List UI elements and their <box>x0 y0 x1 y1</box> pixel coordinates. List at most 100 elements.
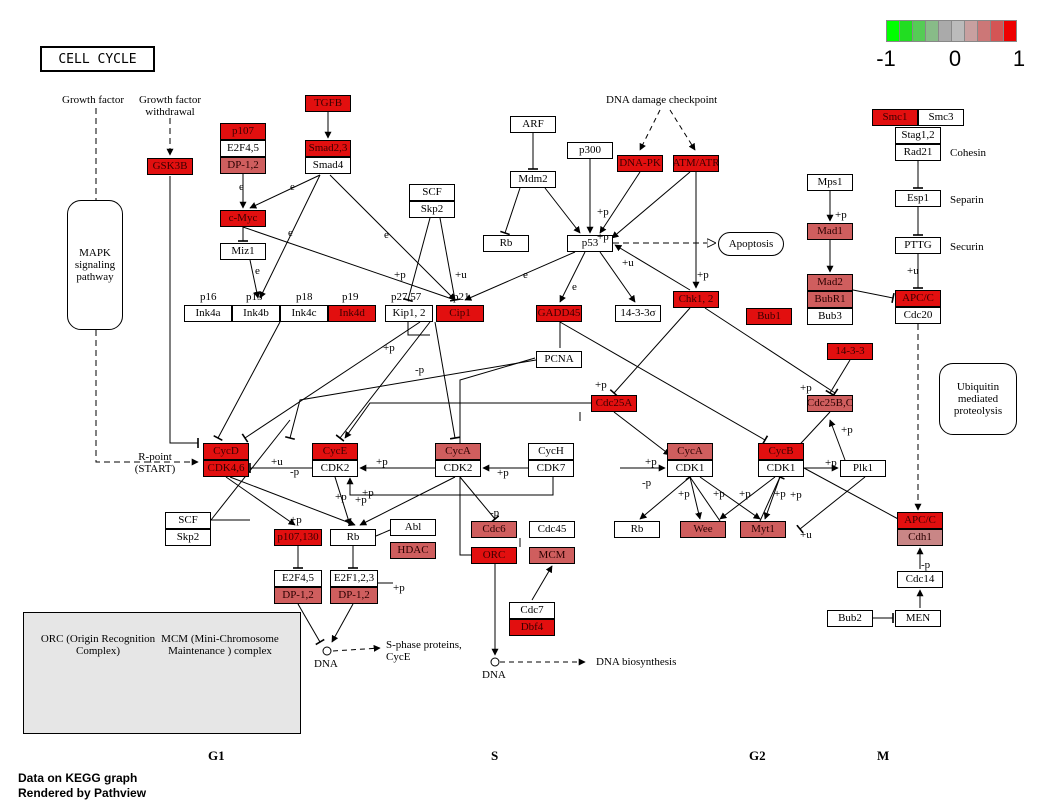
gene-node-dp12c[interactable]: DP-1,2 <box>330 587 378 604</box>
gene-node-gadd45[interactable]: GADD45 <box>536 305 582 322</box>
gene-node-cdc25bc[interactable]: Cdc25B,C <box>807 395 853 412</box>
gene-node-apcc1[interactable]: APC/C <box>895 290 941 307</box>
edge-label: +p <box>841 424 853 436</box>
gene-node-myt1[interactable]: Myt1 <box>740 521 786 538</box>
edge-label: +p <box>290 514 302 526</box>
gene-node-bub3[interactable]: Bub3 <box>807 308 853 325</box>
edge-label: +p <box>645 456 657 468</box>
edge-label: e <box>239 181 244 193</box>
scale-cell <box>899 20 913 42</box>
gene-node-smc3[interactable]: Smc3 <box>918 109 964 126</box>
gene-node-ink4c[interactable]: Ink4c <box>280 305 328 322</box>
gene-node-cdh1[interactable]: Cdh1 <box>897 529 943 546</box>
gene-node-ink4d[interactable]: Ink4d <box>328 305 376 322</box>
gene-node-cyca2[interactable]: CycA <box>667 443 713 460</box>
gene-node-cycd[interactable]: CycD <box>203 443 249 460</box>
gene-node-stag12[interactable]: Stag1,2 <box>895 127 941 144</box>
gene-node-dbf4[interactable]: Dbf4 <box>509 619 555 636</box>
gene-node-bubr1[interactable]: BubR1 <box>807 291 853 308</box>
gene-node-cych[interactable]: CycH <box>528 443 574 460</box>
gene-node-mdm2[interactable]: Mdm2 <box>510 171 556 188</box>
gene-node-cdc25a[interactable]: Cdc25A <box>591 395 637 412</box>
label-p16: p16 <box>200 291 217 303</box>
mapk-pathway-link[interactable]: MAPK signaling pathway <box>67 200 123 330</box>
gene-node-rb2[interactable]: Rb <box>330 529 376 546</box>
label-orc-complex: ORC (Origin Recognition Complex) <box>40 633 156 657</box>
gene-node-rb1[interactable]: Rb <box>483 235 529 252</box>
gene-node-cyce[interactable]: CycE <box>312 443 358 460</box>
gene-node-ink4b[interactable]: Ink4b <box>232 305 280 322</box>
gene-node-e2f45a[interactable]: E2F4,5 <box>220 140 266 157</box>
gene-node-atmatr[interactable]: ATM/ATR <box>673 155 719 172</box>
gene-node-esp1[interactable]: Esp1 <box>895 190 941 207</box>
edge-label: +p <box>835 209 847 221</box>
gene-node-pcna[interactable]: PCNA <box>536 351 582 368</box>
ubiquitin-proteolysis-link[interactable]: Ubiquitin mediated proteolysis <box>939 363 1017 435</box>
gene-node-cdk2b[interactable]: CDK2 <box>435 460 481 477</box>
gene-node-plk1[interactable]: Plk1 <box>840 460 886 477</box>
gene-node-cdc14[interactable]: Cdc14 <box>897 571 943 588</box>
gene-node-cyca1[interactable]: CycA <box>435 443 481 460</box>
gene-node-arf[interactable]: ARF <box>510 116 556 133</box>
gene-node-e2f45b[interactable]: E2F4,5 <box>274 570 322 587</box>
gene-node-bub1[interactable]: Bub1 <box>746 308 792 325</box>
gene-node-abl[interactable]: Abl <box>390 519 436 536</box>
gene-node-ink4a[interactable]: Ink4a <box>184 305 232 322</box>
gene-node-scf1[interactable]: SCF <box>409 184 455 201</box>
gene-node-p53[interactable]: p53 <box>567 235 613 252</box>
label-p18: p18 <box>296 291 313 303</box>
edge-label: e <box>572 281 577 293</box>
gene-node-cdc45[interactable]: Cdc45 <box>529 521 575 538</box>
gene-node-p107130[interactable]: p107,130 <box>274 529 322 546</box>
gene-node-cdc7[interactable]: Cdc7 <box>509 602 555 619</box>
gene-node-skp2a[interactable]: Skp2 <box>409 201 455 218</box>
apoptosis-link[interactable]: Apoptosis <box>718 232 784 256</box>
gene-node-rb3[interactable]: Rb <box>614 521 660 538</box>
gene-node-p300[interactable]: p300 <box>567 142 613 159</box>
gene-node-cdk1a[interactable]: CDK1 <box>667 460 713 477</box>
gene-node-p107[interactable]: p107 <box>220 123 266 140</box>
gene-node-cdk1b[interactable]: CDK1 <box>758 460 804 477</box>
edge-label: +p <box>497 467 509 479</box>
gene-node-gsk3b[interactable]: GSK3B <box>147 158 193 175</box>
gene-node-skp2b[interactable]: Skp2 <box>165 529 211 546</box>
gene-node-dp12a[interactable]: DP-1,2 <box>220 157 266 174</box>
gene-node-s1433s[interactable]: 14-3-3σ <box>615 305 661 322</box>
gene-node-cdc6[interactable]: Cdc6 <box>471 521 517 538</box>
gene-node-apcc2[interactable]: APC/C <box>897 512 943 529</box>
gene-node-cdk46[interactable]: CDK4,6 <box>203 460 249 477</box>
gene-node-scf2[interactable]: SCF <box>165 512 211 529</box>
gene-node-miz1[interactable]: Miz1 <box>220 243 266 260</box>
gene-node-tgfb[interactable]: TGFB <box>305 95 351 112</box>
gene-node-smc1[interactable]: Smc1 <box>872 109 918 126</box>
gene-node-mps1[interactable]: Mps1 <box>807 174 853 191</box>
gene-node-cycb[interactable]: CycB <box>758 443 804 460</box>
gene-node-smad23[interactable]: Smad2,3 <box>305 140 351 157</box>
gene-node-cdk7[interactable]: CDK7 <box>528 460 574 477</box>
gene-node-s1433b[interactable]: 14-3-3 <box>827 343 873 360</box>
gene-node-chk12[interactable]: Chk1, 2 <box>673 291 719 308</box>
gene-node-dp12b[interactable]: DP-1,2 <box>274 587 322 604</box>
gene-node-cip1[interactable]: Cip1 <box>436 305 484 322</box>
gene-node-rad21[interactable]: Rad21 <box>895 144 941 161</box>
gene-node-cdk2a[interactable]: CDK2 <box>312 460 358 477</box>
gene-node-bub2[interactable]: Bub2 <box>827 610 873 627</box>
gene-node-cdc20[interactable]: Cdc20 <box>895 307 941 324</box>
gene-node-mad1[interactable]: Mad1 <box>807 223 853 240</box>
gene-node-orc[interactable]: ORC <box>471 547 517 564</box>
mapk-label: MAPK signaling pathway <box>74 246 116 284</box>
gene-node-e2f123[interactable]: E2F1,2,3 <box>330 570 378 587</box>
gene-node-men[interactable]: MEN <box>895 610 941 627</box>
gene-node-hdac[interactable]: HDAC <box>390 542 436 559</box>
gene-node-dnapk[interactable]: DNA-PK <box>617 155 663 172</box>
scale-cell <box>938 20 952 42</box>
gene-node-mcm[interactable]: MCM <box>529 547 575 564</box>
gene-node-pttg[interactable]: PTTG <box>895 237 941 254</box>
gene-node-cmyc[interactable]: c-Myc <box>220 210 266 227</box>
gene-node-kip12[interactable]: Kip1, 2 <box>385 305 433 322</box>
edge-label: +p <box>355 494 367 506</box>
gene-node-smad4[interactable]: Smad4 <box>305 157 351 174</box>
gene-node-mad2[interactable]: Mad2 <box>807 274 853 291</box>
gene-node-wee[interactable]: Wee <box>680 521 726 538</box>
